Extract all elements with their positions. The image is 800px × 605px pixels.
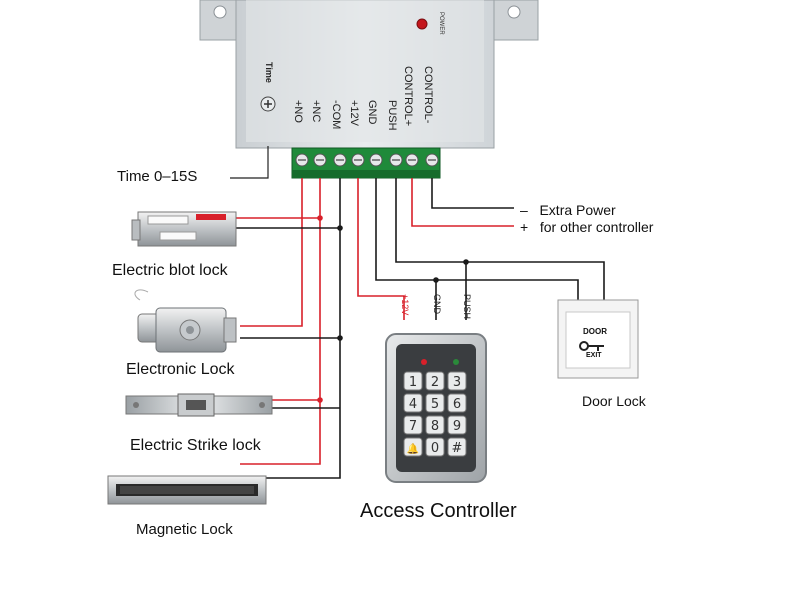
keypad-pin-push: PUSH xyxy=(462,294,472,320)
time-range-label: Time 0–15S xyxy=(117,168,198,185)
wire-junctions xyxy=(317,215,469,403)
terminal-block xyxy=(291,147,441,179)
keypad-key-label-2: 2 xyxy=(431,375,439,390)
access-controller-label: Access Controller xyxy=(360,500,517,522)
terminal-label-12v: +12V xyxy=(348,100,360,126)
keypad-key-8[interactable] xyxy=(425,415,445,435)
terminal-label-push: PUSH xyxy=(386,100,398,131)
keypad-key-7[interactable] xyxy=(403,415,423,435)
keypad-key-11[interactable] xyxy=(425,437,445,457)
extra-power-plus-label: + for other controller xyxy=(520,219,653,235)
power-controller xyxy=(199,0,539,149)
keypad-key-label-6: 6 xyxy=(453,397,461,412)
keypad-key-label-4: 4 xyxy=(409,397,417,412)
electric-strike-lock-label: Electric Strike lock xyxy=(130,437,261,454)
door-button-line1: DOOR xyxy=(583,327,607,336)
magnetic-lock-label: Magnetic Lock xyxy=(136,521,233,538)
keypad-key-9[interactable] xyxy=(447,415,467,435)
terminal-label-control-minus: CONTROL- xyxy=(422,66,434,124)
time-label: Time xyxy=(264,62,274,83)
extra-power-minus-sign: – xyxy=(520,202,528,218)
keypad-pin-12v: +12V xyxy=(400,294,410,316)
keypad-key-label-9: 9 xyxy=(453,419,461,434)
keypad-key-1[interactable] xyxy=(403,371,423,391)
keypad-key-12[interactable] xyxy=(447,437,467,457)
keypad-key-6[interactable] xyxy=(447,393,467,413)
power-led-label: POWER xyxy=(438,12,444,35)
keypad-key-label-7: 7 xyxy=(409,419,417,434)
extra-power-text: Extra Power xyxy=(539,202,616,218)
keypad-key-3[interactable] xyxy=(447,371,467,391)
keypad-key-label-11: 0 xyxy=(431,441,439,456)
electric-bolt-lock-label: Electric blot lock xyxy=(112,262,228,279)
electronic-lock-image xyxy=(134,289,237,353)
extra-power-plus-sign: + xyxy=(520,219,529,235)
terminal-label-com: -COM xyxy=(330,100,342,130)
door-lock-label: Door Lock xyxy=(582,393,646,409)
keypad-key-5[interactable] xyxy=(425,393,445,413)
keypad-key-label-1: 1 xyxy=(409,375,417,390)
keypad-key-label-8: 8 xyxy=(431,419,439,434)
electric-strike-lock-image xyxy=(125,393,273,417)
other-controller-text: for other controller xyxy=(539,219,654,235)
keypad-key-label-5: 5 xyxy=(431,397,439,412)
electronic-lock-label: Electronic Lock xyxy=(126,361,235,378)
keypad-key-4[interactable] xyxy=(403,393,423,413)
door-button-line2: EXIT xyxy=(586,352,602,359)
wires xyxy=(236,178,605,479)
door-exit-button xyxy=(557,299,639,379)
terminal-label-gnd: GND xyxy=(366,100,378,125)
terminal-label-control-plus: CONTROL+ xyxy=(402,66,414,127)
electric-bolt-lock-image xyxy=(131,211,237,247)
magnetic-lock-image xyxy=(107,475,267,505)
terminal-label-nc: +NC xyxy=(310,100,322,123)
keypad-key-10[interactable] xyxy=(403,437,423,457)
keypad-key-2[interactable] xyxy=(425,371,445,391)
power-led xyxy=(416,18,428,30)
keypad-key-label-12: # xyxy=(452,441,463,456)
keypad-pin-gnd: GND xyxy=(432,294,442,314)
terminal-label-no: +NO xyxy=(292,100,304,123)
keypad-key-label-10: 🔔 xyxy=(407,443,419,455)
keypad-key-label-3: 3 xyxy=(453,375,461,390)
extra-power-minus-label: – Extra Power xyxy=(520,202,616,218)
